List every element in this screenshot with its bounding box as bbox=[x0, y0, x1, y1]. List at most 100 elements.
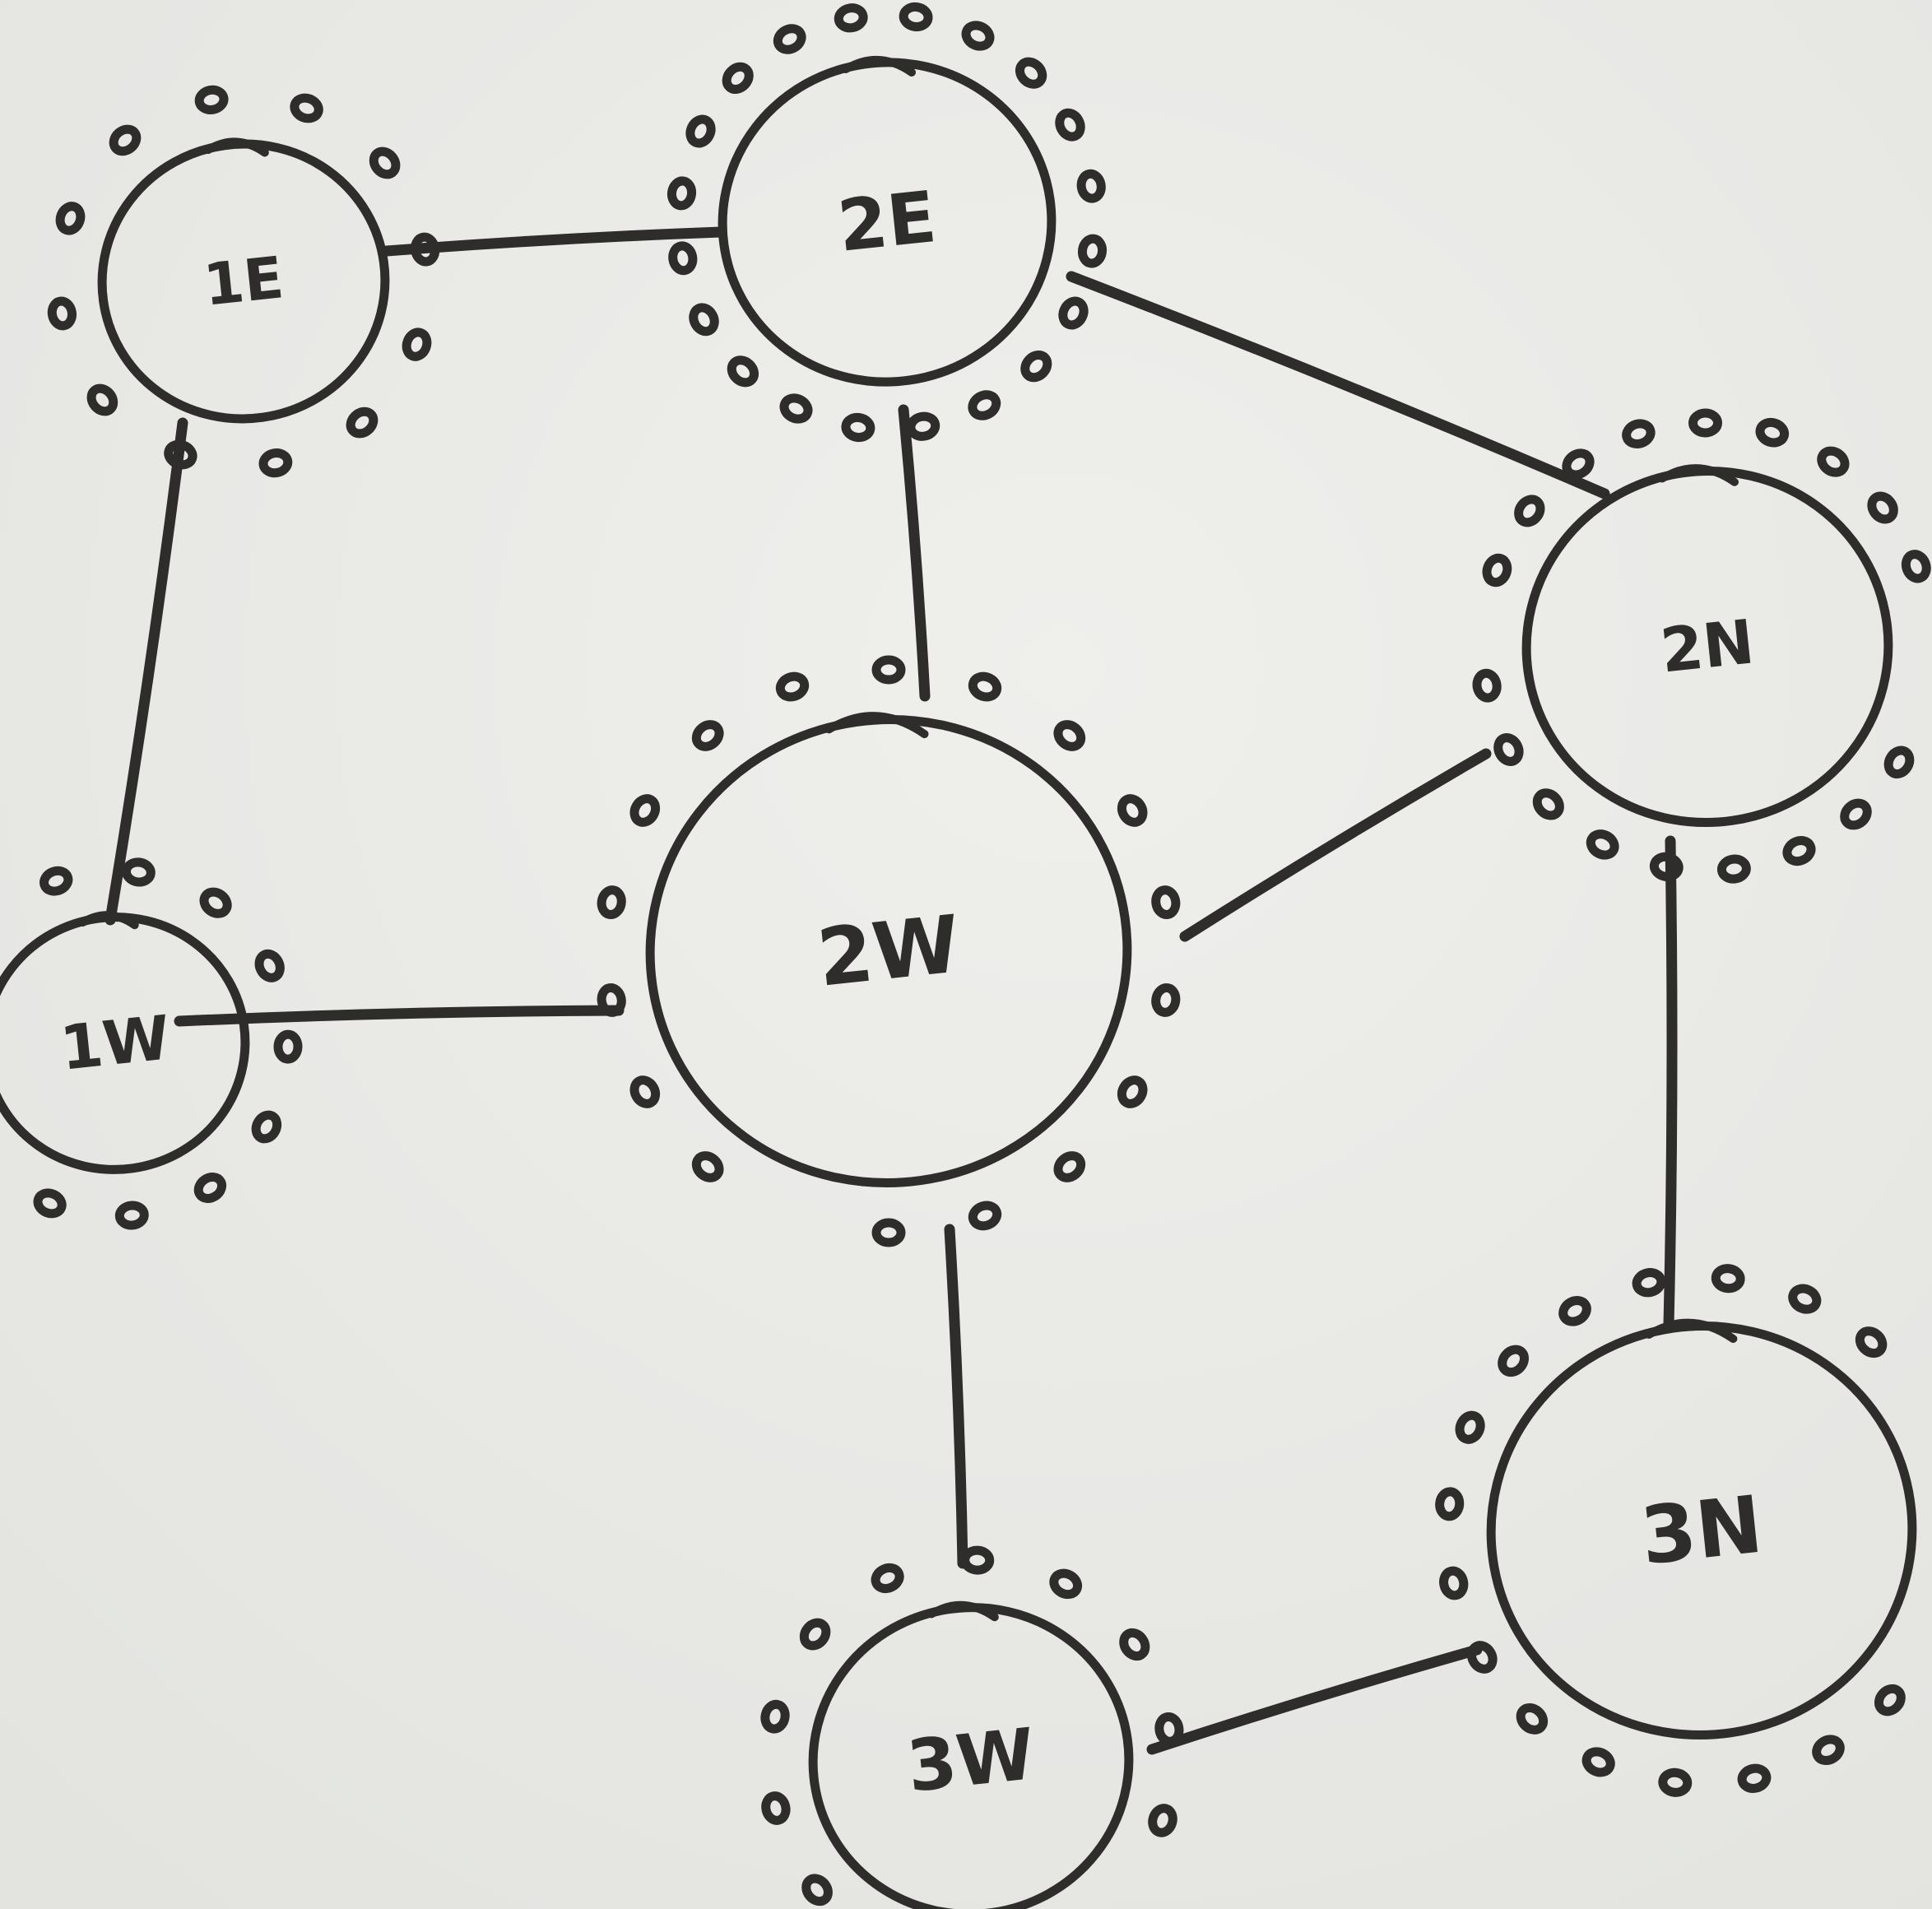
seat-marker bbox=[685, 114, 716, 148]
seat-marker bbox=[1649, 852, 1684, 882]
edge-2e-2w bbox=[898, 404, 931, 702]
edge-2w-2n bbox=[1179, 748, 1492, 942]
seat-marker bbox=[1148, 1804, 1177, 1837]
seat-marker bbox=[164, 439, 197, 470]
node-2e: 2E bbox=[666, 2, 1108, 443]
edge-1e-1w bbox=[104, 417, 188, 926]
seat-marker bbox=[775, 671, 810, 702]
edge-3w-3n bbox=[1146, 1644, 1483, 1755]
seat-marker bbox=[258, 448, 293, 478]
seat-marker bbox=[1874, 1684, 1906, 1716]
edge-2n-3n bbox=[1663, 835, 1678, 1331]
seat-marker bbox=[1658, 1767, 1693, 1797]
seat-marker bbox=[55, 202, 86, 235]
seat-marker bbox=[834, 3, 868, 33]
node-3w: 3W bbox=[760, 1545, 1184, 1909]
seat-marker bbox=[346, 406, 379, 439]
seat-marker bbox=[1755, 417, 1790, 448]
seat-marker bbox=[1788, 1284, 1822, 1314]
seat-marker bbox=[1581, 1747, 1615, 1777]
seat-marker bbox=[1472, 668, 1502, 703]
seat-marker bbox=[1514, 495, 1545, 527]
seat-marker bbox=[597, 982, 626, 1017]
seat-marker bbox=[1867, 491, 1898, 524]
seat-marker bbox=[968, 390, 1001, 420]
seat-marker bbox=[1493, 733, 1524, 766]
node-label: 1W bbox=[57, 1002, 173, 1084]
seat-marker bbox=[691, 720, 724, 751]
seat-marker bbox=[1435, 1487, 1465, 1521]
seat-marker bbox=[1049, 1568, 1083, 1600]
seat-marker bbox=[1498, 1345, 1530, 1377]
pen-stroke-mark bbox=[842, 56, 916, 77]
seat-marker bbox=[1466, 1641, 1498, 1674]
seat-marker bbox=[761, 1791, 791, 1825]
seat-marker bbox=[597, 885, 626, 920]
seat-marker bbox=[402, 327, 432, 361]
node-1w: 1W bbox=[0, 857, 303, 1230]
seat-marker bbox=[273, 1029, 303, 1064]
pen-stroke-mark bbox=[824, 712, 929, 739]
edge-2e-2n bbox=[1066, 271, 1610, 499]
node-label: 2W bbox=[813, 898, 964, 1004]
seat-marker bbox=[779, 393, 813, 424]
seat-marker bbox=[410, 232, 440, 267]
seat-marker bbox=[1053, 720, 1086, 751]
seat-marker bbox=[121, 857, 156, 887]
seat-marker bbox=[801, 1874, 833, 1907]
seat-marker bbox=[691, 1151, 724, 1182]
seat-marker bbox=[722, 62, 754, 95]
seat-marker bbox=[109, 124, 142, 156]
seat-marker bbox=[1455, 1410, 1485, 1444]
seat-marker bbox=[1586, 829, 1619, 860]
seat-marker bbox=[1516, 1702, 1549, 1735]
seat-marker bbox=[1055, 108, 1085, 142]
seat-marker bbox=[193, 1173, 227, 1203]
node-1e: 1E bbox=[47, 85, 440, 478]
seat-marker bbox=[899, 2, 933, 32]
seat-marker bbox=[799, 1618, 831, 1651]
seat-marker bbox=[727, 355, 759, 388]
seat-marker bbox=[968, 1201, 1002, 1231]
seat-marker bbox=[1151, 982, 1181, 1017]
seat-marker bbox=[1020, 350, 1052, 383]
node-label: 3W bbox=[903, 1713, 1038, 1809]
pen-stroke-mark bbox=[927, 1600, 999, 1622]
node-label: 3N bbox=[1637, 1479, 1767, 1583]
seat-marker bbox=[33, 1188, 67, 1219]
seat-marker bbox=[961, 21, 995, 51]
seat-marker bbox=[1622, 419, 1656, 449]
seat-marker bbox=[114, 1201, 149, 1230]
seat-marker bbox=[86, 383, 118, 416]
seat-marker bbox=[194, 85, 229, 115]
pen-stroke-mark bbox=[78, 911, 139, 930]
pen-stroke-mark bbox=[1658, 464, 1739, 486]
seat-marker bbox=[1015, 57, 1047, 89]
seat-marker bbox=[1053, 1151, 1086, 1182]
seat-marker bbox=[1840, 798, 1872, 830]
seat-marker bbox=[906, 411, 940, 441]
seat-marker bbox=[1154, 1712, 1184, 1746]
seat-marker bbox=[1812, 1735, 1845, 1766]
seat-marker bbox=[629, 794, 661, 827]
node-label: 2E bbox=[834, 176, 940, 268]
seat-marker bbox=[871, 1218, 906, 1247]
seat-marker bbox=[290, 93, 323, 123]
pen-stroke-mark bbox=[204, 137, 269, 157]
seat-marker bbox=[1076, 169, 1106, 203]
seat-marker bbox=[39, 866, 73, 896]
seat-marker bbox=[1077, 234, 1108, 268]
seat-marker bbox=[1711, 1264, 1745, 1294]
seat-marker bbox=[968, 671, 1002, 702]
seat-marker bbox=[773, 24, 806, 54]
node-3n: 3N bbox=[1435, 1264, 1917, 1797]
seat-marker bbox=[254, 949, 285, 982]
seat-marker bbox=[666, 176, 697, 211]
node-2n: 2N bbox=[1472, 408, 1931, 884]
seat-marker bbox=[1632, 1268, 1666, 1298]
seat-marker bbox=[1883, 745, 1915, 779]
seat-marker bbox=[1482, 553, 1512, 588]
node-label: 2N bbox=[1657, 606, 1758, 686]
seat-marker bbox=[689, 303, 719, 337]
